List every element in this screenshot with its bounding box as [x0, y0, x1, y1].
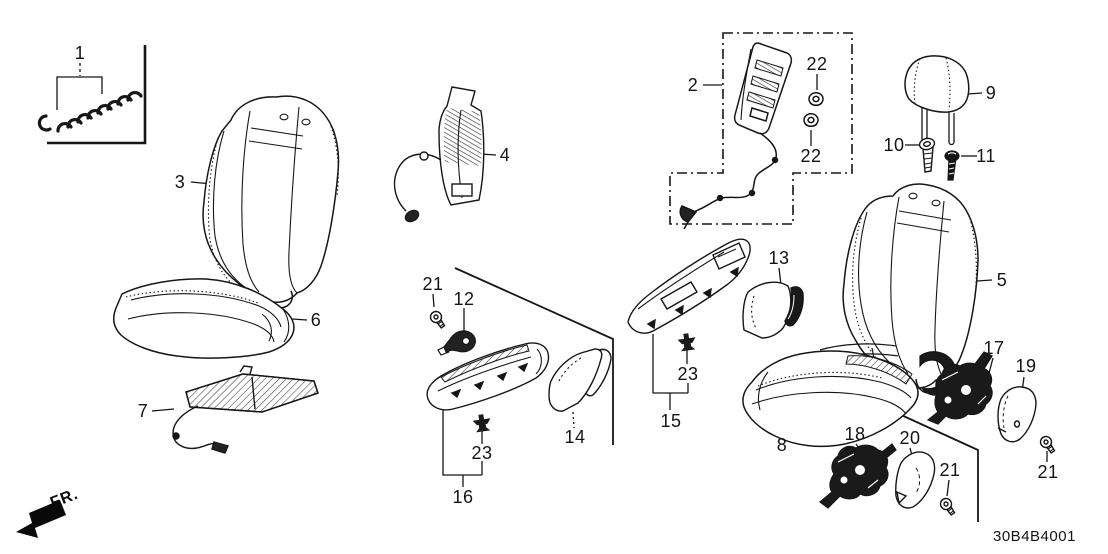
- callout-4: 4: [499, 145, 511, 165]
- callout-9: 9: [985, 83, 997, 103]
- part-14-drawing: [548, 348, 612, 412]
- part-12-drawing: [437, 330, 476, 356]
- callout-10: 10: [883, 135, 905, 155]
- callout-8: 8: [776, 435, 788, 455]
- callout-15: 15: [660, 411, 682, 431]
- callout-22: 22: [806, 54, 828, 74]
- callout-23: 23: [677, 364, 699, 384]
- clip-icon: [472, 333, 696, 433]
- nut-icon: [803, 92, 824, 127]
- clip-set-drawing: [37, 91, 143, 133]
- callout-21: 21: [1037, 462, 1059, 482]
- part2-dashed-box: [669, 32, 853, 225]
- part-3-drawing: [202, 95, 340, 309]
- callout-20: 20: [899, 428, 921, 448]
- callout-2: 2: [687, 75, 699, 95]
- part-5-drawing: [842, 183, 979, 394]
- bolt-11-icon: [944, 150, 960, 181]
- callout-17: 17: [983, 338, 1005, 358]
- part-17-drawing: [926, 351, 993, 425]
- callout-3: 3: [174, 172, 186, 192]
- bolt-10-icon: [918, 137, 936, 173]
- part-8-drawing: [742, 350, 919, 448]
- part1-corner-box: [47, 45, 147, 145]
- part-7-drawing: [172, 365, 319, 454]
- fr-arrow-icon: [16, 500, 66, 538]
- part-20-drawing: [895, 451, 936, 509]
- leader-lines: [56, 63, 1048, 497]
- reference-frames: [47, 32, 979, 522]
- callout-19: 19: [1015, 356, 1037, 376]
- callout-16: 16: [452, 487, 474, 507]
- callout-5: 5: [996, 270, 1008, 290]
- callout-13: 13: [768, 248, 790, 268]
- callout-18: 18: [844, 424, 866, 444]
- callout-7: 7: [137, 401, 149, 421]
- part-13-drawing: [742, 281, 804, 339]
- callout-23: 23: [471, 443, 493, 463]
- callout-14: 14: [564, 427, 586, 447]
- part-9-drawing: [904, 55, 970, 146]
- part-18-drawing: [819, 443, 897, 509]
- part-2-drawing: [679, 42, 793, 230]
- part-15-drawing: [627, 238, 751, 334]
- callout-12: 12: [453, 289, 475, 309]
- callout-11: 11: [976, 146, 996, 166]
- part-4-drawing: [393, 86, 485, 223]
- part-16-drawing: [426, 342, 550, 411]
- screw-icon: [429, 310, 1056, 516]
- part-6-drawing: [112, 278, 295, 359]
- callout-21: 21: [422, 274, 444, 294]
- divider-line-left: [454, 267, 614, 445]
- part-19-drawing: [997, 386, 1037, 443]
- divider-line-right: [898, 413, 979, 522]
- diagram-part-code: 30B4B4001: [993, 528, 1076, 545]
- callout-1: 1: [74, 43, 86, 63]
- callout-21: 21: [939, 460, 961, 480]
- callout-6: 6: [310, 310, 322, 330]
- callout-22: 22: [800, 146, 822, 166]
